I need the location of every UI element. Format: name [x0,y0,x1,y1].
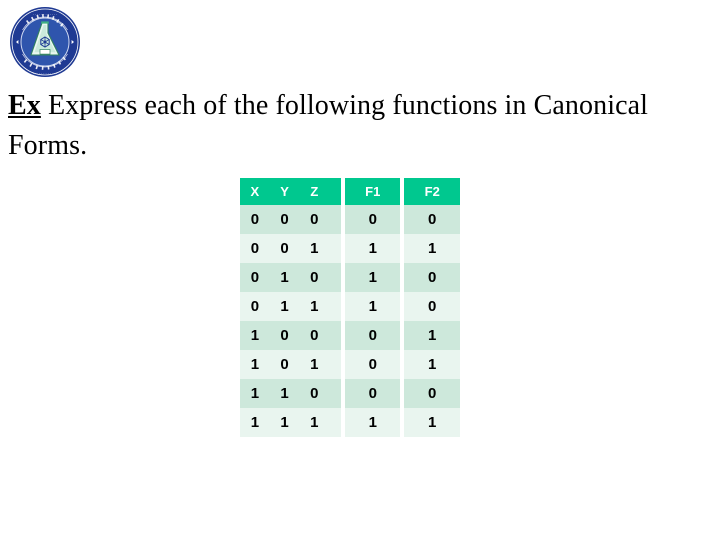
cell-x: 1 [240,408,270,437]
column-header-y: Y [269,178,300,205]
seal-outer-hairline [11,8,79,76]
column-header-x: X [240,178,270,205]
cell-xyz-pad [329,234,342,263]
cell-x: 0 [240,263,270,292]
table-row: 0 1 0 1 0 [240,263,460,292]
cell-x: 1 [240,379,270,408]
seal-left-diamond [16,40,19,44]
table-body: 0 0 0 0 0 0 0 1 1 1 0 1 0 1 0 [240,205,460,437]
column-header-f2: F2 [404,178,460,205]
cell-f1: 1 [344,234,401,263]
svg-text:. . . . . . . . . . . .: . . . . . . . . . . . . [33,71,58,75]
row-gap-1 [341,321,345,350]
row-gap-2 [400,263,405,292]
cell-f1: 1 [344,263,401,292]
seal-right-diamond [71,40,74,44]
row-gap-2 [400,379,405,408]
cell-f2: 1 [404,234,460,263]
cell-z: 0 [299,321,330,350]
cell-y: 0 [269,205,300,234]
table-row: 0 0 0 0 0 [240,205,460,234]
row-gap-2 [400,350,405,379]
cell-xyz-pad [329,379,342,408]
cell-x: 0 [240,292,270,321]
row-gap-1 [341,350,345,379]
row-gap-1 [341,205,345,234]
cell-x: 1 [240,350,270,379]
cell-z: 1 [299,350,330,379]
table-row: 1 1 1 1 1 [240,408,460,437]
row-gap-1 [341,263,345,292]
page-title: Ex Express each of the following functio… [8,86,708,166]
cell-f1: 0 [344,321,401,350]
svg-text:. . . . . . . . . . . .: . . . . . . . . . . . . [33,12,58,16]
table-row: 1 0 0 0 1 [240,321,460,350]
cell-f1: 0 [344,205,401,234]
title-text: Express each of the following functions … [8,90,649,161]
seal-ring-text-marks: . . . . . . . . . . . . . . . . . . . . … [16,12,74,75]
cell-xyz-pad [329,408,342,437]
title-ex-label: Ex [8,90,41,121]
cell-f2: 0 [404,379,460,408]
row-gap-1 [341,379,345,408]
column-header-f1: F1 [344,178,401,205]
cell-y: 0 [269,234,300,263]
row-gap-2 [400,292,405,321]
table-row: 0 0 1 1 1 [240,234,460,263]
cell-y: 1 [269,263,300,292]
cell-f2: 1 [404,321,460,350]
cell-f1: 0 [344,379,401,408]
seal-graphic: . . . . . . . . . . . . . . . . . . . . … [10,7,80,77]
cell-f1: 0 [344,350,401,379]
cell-z: 0 [299,205,330,234]
cell-y: 1 [269,408,300,437]
cell-f1: 1 [344,408,401,437]
cell-xyz-pad [329,292,342,321]
table-row: 1 0 1 0 1 [240,350,460,379]
seal-inner-hairline [20,17,70,67]
truth-table: X Y Z F1 F2 0 0 0 0 0 0 0 1 1 [240,178,460,437]
cell-z: 0 [299,379,330,408]
cell-xyz-pad [329,321,342,350]
cell-f2: 0 [404,205,460,234]
cell-f1: 1 [344,292,401,321]
row-gap-1 [341,234,345,263]
cell-f2: 1 [404,408,460,437]
table-row: 0 1 1 1 0 [240,292,460,321]
row-gap-2 [400,408,405,437]
cell-x: 1 [240,321,270,350]
cell-f2: 0 [404,292,460,321]
header-gap-1 [341,178,345,205]
flask-emblem [30,21,60,56]
table-row: 1 1 0 0 0 [240,379,460,408]
cell-f2: 0 [404,263,460,292]
column-header-z: Z [299,178,330,205]
cell-y: 1 [269,379,300,408]
cell-z: 0 [299,263,330,292]
row-gap-2 [400,321,405,350]
row-gap-2 [400,234,405,263]
table-header-row: X Y Z F1 F2 [240,178,460,205]
cell-z: 1 [299,234,330,263]
cell-x: 0 [240,205,270,234]
cell-z: 1 [299,292,330,321]
cell-xyz-pad [329,263,342,292]
row-gap-2 [400,205,405,234]
cell-y: 0 [269,350,300,379]
cell-xyz-pad [329,205,342,234]
column-header-xyz-pad [329,178,342,205]
cell-f2: 1 [404,350,460,379]
row-gap-1 [341,408,345,437]
cell-x: 0 [240,234,270,263]
header-gap-2 [400,178,405,205]
cell-z: 1 [299,408,330,437]
cell-y: 0 [269,321,300,350]
university-seal-logo: . . . . . . . . . . . . . . . . . . . . … [9,6,81,78]
cell-xyz-pad [329,350,342,379]
row-gap-1 [341,292,345,321]
cell-y: 1 [269,292,300,321]
